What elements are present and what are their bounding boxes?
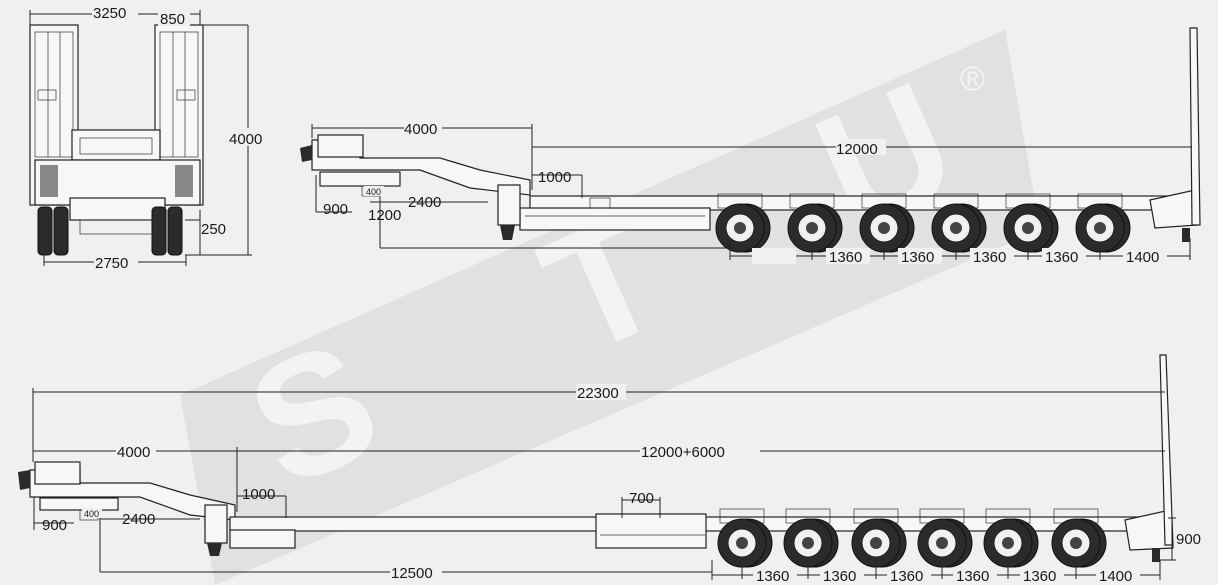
dim-kingpin-to-axles: 12500 — [391, 565, 433, 582]
standard-rear-overhang: 1400 — [1126, 249, 1159, 266]
extended-axle-spacing-4: 1360 — [956, 568, 989, 585]
extended-axle-spacing-2: 1360 — [823, 568, 856, 585]
standard-axle-group — [715, 193, 1131, 253]
dim-extended-front-overhang: 2400 — [122, 511, 155, 528]
watermark: S T U ® — [180, 30, 1040, 585]
front-right-wheel — [151, 206, 167, 256]
extended-coupling-head — [18, 470, 30, 490]
dim-neck-step: 1000 — [538, 169, 571, 186]
extended-axle-spacing-3: 1360 — [890, 568, 923, 585]
standard-axle-spacing-2: 1360 — [901, 249, 934, 266]
rear-ramp — [1189, 27, 1201, 226]
dim-track-width: 2750 — [95, 255, 128, 272]
dim-extended-platform: 12000+6000 — [641, 444, 725, 461]
dim-extended-gooseneck: 4000 — [117, 444, 150, 461]
registered-mark: ® — [960, 60, 985, 98]
dim-overall-width: 3250 — [93, 5, 126, 22]
standard-axle-spacing-4: 1360 — [1045, 249, 1078, 266]
standard-axle-spacing-3: 1360 — [973, 249, 1006, 266]
dim-overall-length: 22300 — [577, 385, 619, 402]
extended-rear-ramp — [1159, 354, 1174, 546]
dim-extension-step: 700 — [629, 490, 654, 507]
extended-axle-spacing-5: 1360 — [1023, 568, 1056, 585]
dim-front-overhang: 2400 — [408, 194, 441, 211]
dim-ground-clearance: 250 — [201, 221, 226, 238]
dim-kingpin-height: 400 — [366, 187, 381, 197]
dim-deck-height: 900 — [1176, 531, 1201, 548]
dim-kingpin-to-deck: 1200 — [368, 207, 401, 224]
dim-extended-neck-step: 1000 — [242, 486, 275, 503]
dim-extended-kingpin-height: 400 — [84, 509, 99, 519]
dim-extended-kingpin-offset: 900 — [42, 517, 67, 534]
dim-kingpin-offset: 900 — [323, 201, 348, 218]
standard-axle-spacing-1: 1360 — [829, 249, 862, 266]
dim-platform-length: 12000 — [836, 141, 878, 158]
extended-rear-overhang: 1400 — [1099, 568, 1132, 585]
dim-gooseneck-length: 4000 — [404, 121, 437, 138]
dim-height: 4000 — [229, 131, 262, 148]
dim-ramp-width: 850 — [160, 11, 185, 28]
front-left-wheel — [37, 206, 53, 256]
side-view-extended: 22300 4000 12000+6000 1000 700 900 2400 … — [18, 354, 1201, 585]
coupling-head — [300, 145, 312, 162]
side-view-standard: 4000 12000 1000 900 2400 400 1200 1360 13… — [300, 27, 1201, 266]
front-view: 3250 850 4000 250 2750 — [29, 4, 270, 272]
extended-axle-spacing-1: 1360 — [756, 568, 789, 585]
